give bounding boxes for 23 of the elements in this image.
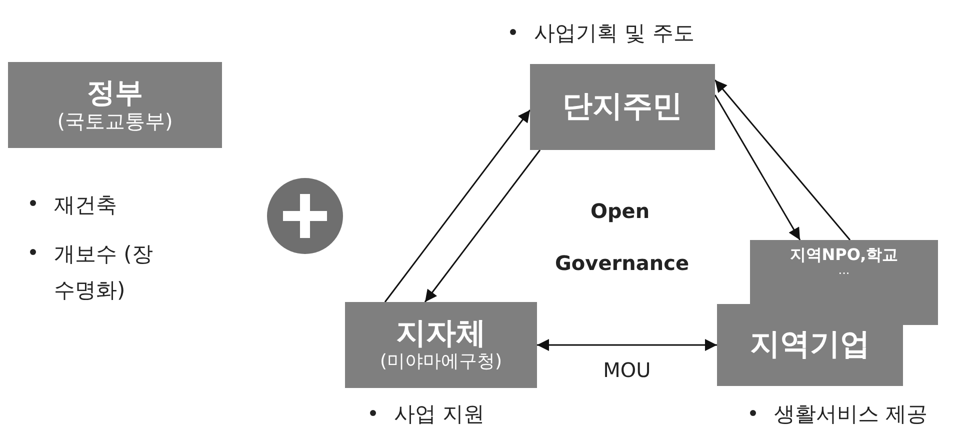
bullet-text: 사업 지원 <box>394 401 485 427</box>
box-title: 지자체 <box>396 317 486 352</box>
box-title: 지역기업 <box>750 328 870 362</box>
box-subtitle: (국토교통부) <box>57 110 173 133</box>
bullet-text: 사업기획 및 주도 <box>534 20 694 47</box>
entity-box <box>8 62 222 148</box>
box-title: 지역NPO,학교 <box>790 246 898 264</box>
arrow <box>424 150 541 302</box>
bullet-text: 생활서비스 제공 <box>774 401 928 427</box>
box-title: 단지주민 <box>562 90 682 124</box>
entity-box <box>750 240 938 304</box>
entity-box <box>345 302 537 388</box>
bullet-text: 재건축 <box>54 192 117 219</box>
arrow <box>537 339 717 351</box>
bullet-text: 개보수 (장수명화) <box>54 241 154 304</box>
arrow <box>714 94 801 240</box>
box-subtitle: (미야마에구청) <box>380 352 502 373</box>
arrow <box>714 80 851 240</box>
box-subtitle: ... <box>838 264 850 278</box>
entity-box <box>530 64 715 150</box>
box-title: 정부 <box>87 77 143 110</box>
entity-box <box>717 304 903 386</box>
arrow <box>384 110 531 302</box>
